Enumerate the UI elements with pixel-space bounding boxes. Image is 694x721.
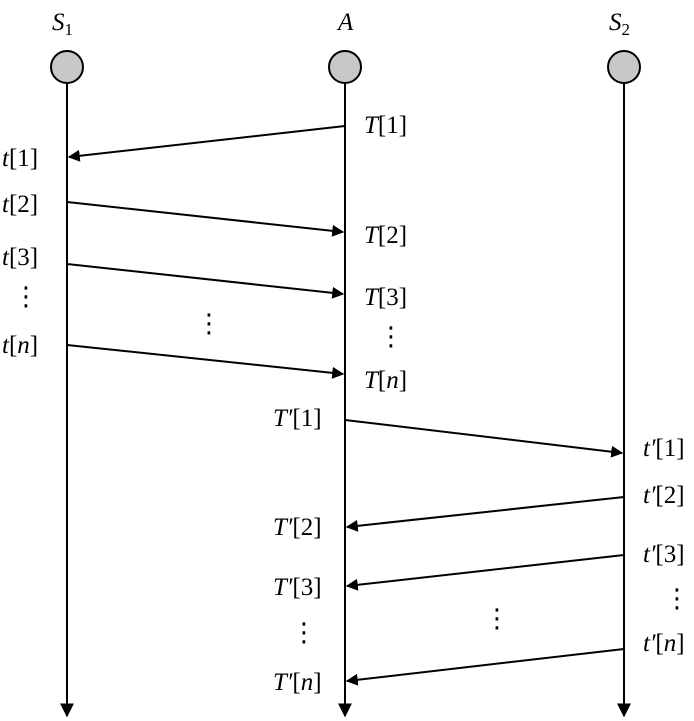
participant-a-label: A <box>336 9 354 36</box>
participant-a-node <box>328 50 362 84</box>
label-T2: T[2] <box>364 222 407 249</box>
ellipsis-s1-labels: ⋮ <box>13 282 39 312</box>
label-Tpn: T′[n] <box>273 669 322 696</box>
label-tp2: t′[2] <box>643 482 685 509</box>
label-Tn: T[n] <box>364 367 407 394</box>
label-Tp1: T′[1] <box>273 405 322 432</box>
participant-s1-node <box>50 50 84 84</box>
label-Tp2: T′[2] <box>273 514 322 541</box>
message-arrow-n <box>66 344 345 379</box>
label-tp3: t′[3] <box>643 541 685 568</box>
ellipsis-s1-messages: ⋮ <box>196 309 222 339</box>
participant-s1-label: S1 <box>52 9 73 39</box>
message-arrow-pn <box>345 648 625 686</box>
message-arrow-p2 <box>345 496 625 532</box>
message-arrow-3 <box>66 263 345 299</box>
label-tn: t[n] <box>2 332 38 359</box>
label-t1: t[1] <box>2 145 38 172</box>
ellipsis-s2-labels: ⋮ <box>664 584 690 614</box>
label-tp1: t′[1] <box>643 435 685 462</box>
message-arrow-p3 <box>345 554 625 591</box>
label-t3: t[3] <box>2 244 38 271</box>
label-Tp3: T′[3] <box>273 574 322 601</box>
participant-s2-node <box>607 50 641 84</box>
ellipsis-a-labels-top: ⋮ <box>378 322 404 352</box>
label-tpn: t′[n] <box>643 630 685 657</box>
message-arrow-1 <box>67 125 346 162</box>
label-T1: T[1] <box>364 112 407 139</box>
participant-s2-label: S2 <box>609 9 630 39</box>
ellipsis-s2-messages: ⋮ <box>484 604 510 634</box>
message-arrow-p1 <box>344 419 624 458</box>
ellipsis-a-labels-bottom: ⋮ <box>291 618 317 648</box>
label-t2: t[2] <box>2 191 38 218</box>
message-arrow-2 <box>66 201 345 237</box>
label-T3: T[3] <box>364 284 407 311</box>
